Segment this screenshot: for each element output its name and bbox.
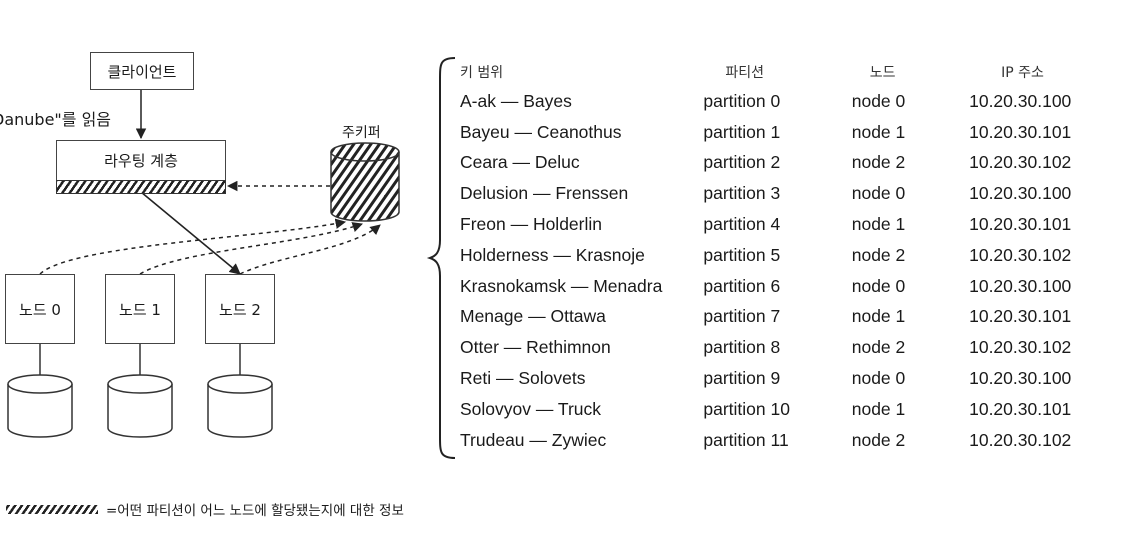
header-key-range: 키 범위 bbox=[460, 65, 504, 81]
key-range-cell: Freon — Holderlin bbox=[460, 214, 602, 235]
table-row: Trudeau — Zywiec partition 11 node 2 10.20.… bbox=[460, 425, 1124, 456]
table-brace bbox=[426, 57, 456, 459]
partition-cell: partition 11 bbox=[703, 429, 789, 450]
table-row: Solovyov — Truck partition 10 node 1 10.20.… bbox=[460, 394, 1124, 425]
node-cell: node 1 bbox=[851, 306, 906, 327]
node-cell: node 0 bbox=[851, 275, 906, 296]
legend-text: =어떤 파티션이 어느 노드에 할당됐는지에 대한 정보 bbox=[106, 503, 404, 519]
table-row: Delusion — Frenssen partition 3 node 0 10.2… bbox=[460, 178, 1124, 209]
read-request-label: Danube"를 읽음 bbox=[0, 110, 112, 129]
table-row: Holderness — Krasnoje partition 5 node 2 10… bbox=[460, 240, 1124, 271]
node-cell: node 2 bbox=[851, 337, 906, 358]
key-range-cell: Holderness — Krasnoje bbox=[460, 244, 645, 265]
node1-to-zookeeper-dashed bbox=[139, 222, 363, 275]
partition-cell: partition 8 bbox=[703, 337, 781, 358]
partition-cell: partition 3 bbox=[703, 183, 781, 204]
key-range-table: 키 범위 파티션 노드 IP 주소 A-ak — Bayes partition … bbox=[460, 58, 1124, 456]
routing-tier-label: 라우팅 계층 bbox=[104, 152, 178, 170]
partition-cell: partition 4 bbox=[703, 214, 781, 235]
routing-tier-box: 라우팅 계층 bbox=[56, 140, 226, 180]
partition-cell: partition 0 bbox=[703, 90, 781, 111]
key-range-cell: Krasnokamsk — Menadra bbox=[460, 275, 663, 296]
partition-cell: partition 5 bbox=[703, 244, 781, 265]
ip-cell: 10.20.30.101 bbox=[969, 121, 1072, 142]
node-cell: node 0 bbox=[851, 183, 906, 204]
node-cell: node 2 bbox=[851, 244, 906, 265]
key-range-cell: Solovyov — Truck bbox=[460, 398, 602, 419]
table-row: Bayeu — Ceanothus partition 1 node 1 10.20.… bbox=[460, 117, 1124, 148]
node0-to-zookeeper-dashed bbox=[39, 218, 347, 275]
ip-cell: 10.20.30.100 bbox=[969, 275, 1072, 296]
table-row: Freon — Holderlin partition 4 node 1 10.20.… bbox=[460, 209, 1124, 240]
key-range-cell: Menage — Ottawa bbox=[460, 306, 606, 327]
ip-cell: 10.20.30.102 bbox=[969, 429, 1072, 450]
header-node: 노드 bbox=[869, 65, 896, 81]
disk-2 bbox=[207, 374, 273, 438]
legend-hatch-swatch bbox=[6, 504, 98, 514]
node-cell: node 1 bbox=[851, 121, 906, 142]
key-range-cell: Delusion — Frenssen bbox=[460, 183, 629, 204]
zookeeper-label: 주키퍼 bbox=[342, 125, 381, 141]
node-2-box: 노드 2 bbox=[205, 274, 275, 344]
disk-1 bbox=[107, 374, 173, 438]
node-cell: node 1 bbox=[851, 398, 906, 419]
node-cell: node 0 bbox=[851, 368, 906, 389]
partition-cell: partition 7 bbox=[703, 306, 781, 327]
client-label: 클라이언트 bbox=[107, 62, 177, 81]
key-range-cell: Trudeau — Zywiec bbox=[460, 429, 607, 450]
ip-cell: 10.20.30.100 bbox=[969, 183, 1072, 204]
ip-cell: 10.20.30.102 bbox=[969, 337, 1072, 358]
node-2-label: 노드 2 bbox=[219, 300, 261, 319]
disk-0 bbox=[7, 374, 73, 438]
node-cell: node 2 bbox=[851, 429, 906, 450]
node-cell: node 0 bbox=[851, 90, 906, 111]
node-cell: node 1 bbox=[851, 214, 906, 235]
ip-cell: 10.20.30.101 bbox=[969, 306, 1072, 327]
ip-cell: 10.20.30.101 bbox=[969, 398, 1072, 419]
partition-cell: partition 10 bbox=[703, 398, 790, 419]
table-row: Menage — Ottawa partition 7 node 1 10.20.30… bbox=[460, 302, 1124, 333]
table-row: Reti — Solovets partition 9 node 0 10.20.30… bbox=[460, 363, 1124, 394]
partition-cell: partition 9 bbox=[703, 368, 781, 389]
routing-tier-partition-info bbox=[56, 180, 226, 194]
node2-to-zookeeper-dashed bbox=[239, 224, 381, 275]
key-range-cell: A-ak — Bayes bbox=[460, 90, 572, 111]
table-header-row: 키 범위 파티션 노드 IP 주소 bbox=[460, 58, 1124, 86]
node-1-box: 노드 1 bbox=[105, 274, 175, 344]
header-ip: IP 주소 bbox=[1001, 65, 1044, 81]
key-range-cell: Otter — Rethimnon bbox=[460, 337, 611, 358]
ip-cell: 10.20.30.102 bbox=[969, 152, 1072, 173]
node-0-box: 노드 0 bbox=[5, 274, 75, 344]
table-row: A-ak — Bayes partition 0 node 0 10.20.30.10… bbox=[460, 86, 1124, 117]
header-partition: 파티션 bbox=[725, 65, 765, 81]
table-row: Ceara — Deluc partition 2 node 2 10.20.30.1… bbox=[460, 148, 1124, 179]
ip-cell: 10.20.30.102 bbox=[969, 244, 1072, 265]
table-row: Krasnokamsk — Menadra partition 6 node 0 10… bbox=[460, 271, 1124, 302]
key-range-cell: Bayeu — Ceanothus bbox=[460, 121, 622, 142]
legend: =어떤 파티션이 어느 노드에 할당됐는지에 대한 정보 bbox=[6, 499, 404, 519]
partition-cell: partition 6 bbox=[703, 275, 781, 296]
zookeeper-cylinder bbox=[330, 142, 400, 222]
client-box: 클라이언트 bbox=[90, 52, 194, 90]
ip-cell: 10.20.30.100 bbox=[969, 368, 1072, 389]
routing-to-node2-arrow bbox=[140, 191, 241, 275]
partition-cell: partition 2 bbox=[703, 152, 781, 173]
node-1-label: 노드 1 bbox=[119, 300, 161, 319]
key-range-cell: Reti — Solovets bbox=[460, 368, 586, 389]
ip-cell: 10.20.30.101 bbox=[969, 214, 1072, 235]
key-range-cell: Ceara — Deluc bbox=[460, 152, 580, 173]
table-row: Otter — Rethimnon partition 8 node 2 10.20.… bbox=[460, 332, 1124, 363]
node-cell: node 2 bbox=[851, 152, 906, 173]
ip-cell: 10.20.30.100 bbox=[969, 90, 1072, 111]
partition-cell: partition 1 bbox=[703, 121, 781, 142]
node-0-label: 노드 0 bbox=[19, 300, 61, 319]
